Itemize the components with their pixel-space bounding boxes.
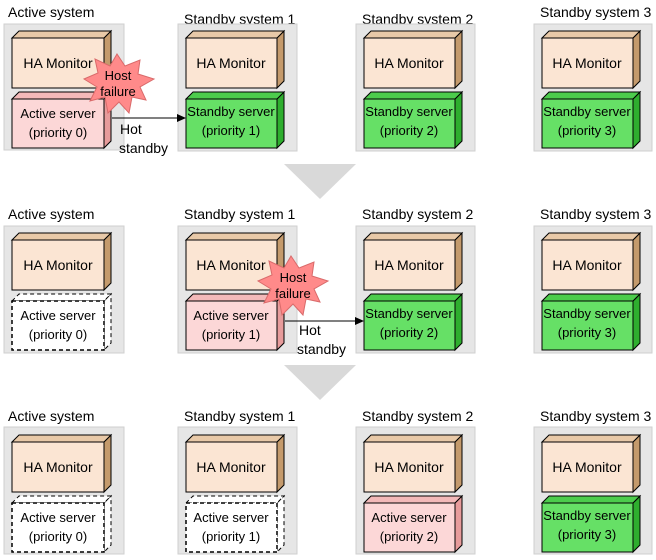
- standby-server-box: Standby server (priority 3): [540, 90, 642, 150]
- row-3: Active system HA Monitor Active server (…: [3, 408, 653, 555]
- ha-monitor-box: HA Monitor: [184, 29, 286, 90]
- standby-server-box: Standby server (priority 3): [540, 494, 642, 554]
- active-server-box: Active server (priority 2): [362, 494, 464, 554]
- ha-monitor-label: HA Monitor: [552, 459, 622, 475]
- server-name: Active server: [20, 308, 96, 323]
- server-priority: (priority 2): [380, 123, 439, 138]
- server-priority: (priority 0): [29, 529, 88, 544]
- active-server-box-stopped: Active server (priority 0): [10, 494, 113, 554]
- burst-failure-text: failure: [100, 84, 135, 99]
- active-server-box-stopped: Active server (priority 1): [184, 494, 286, 554]
- server-priority: (priority 3): [558, 123, 617, 138]
- host-failure-burst: Host failure: [256, 255, 330, 317]
- server-priority: (priority 1): [202, 123, 261, 138]
- standby-server-box: Standby server (priority 2): [362, 90, 464, 150]
- ha-monitor-label: HA Monitor: [196, 55, 266, 71]
- system-title: Standby system 1: [184, 11, 295, 27]
- row-1: Active system HA Monitor Active server (…: [3, 4, 653, 156]
- server-name: Standby server: [543, 104, 631, 119]
- transition-arrow: [284, 365, 356, 400]
- standby-server-box: Standby server (priority 2): [362, 292, 464, 352]
- hot-label: Hot: [120, 121, 142, 137]
- server-priority: (priority 1): [202, 529, 261, 544]
- hot-standby-arrow: Hot standby: [112, 114, 186, 156]
- ha-monitor-label: HA Monitor: [552, 55, 622, 71]
- ha-monitor-box: HA Monitor: [540, 231, 642, 292]
- ha-monitor-label: HA Monitor: [196, 257, 266, 273]
- server-priority: (priority 1): [202, 327, 261, 342]
- ha-monitor-box: HA Monitor: [10, 231, 113, 292]
- server-priority: (priority 3): [558, 527, 617, 542]
- burst-failure-text: failure: [275, 286, 310, 301]
- active-server-box-stopped: Active server (priority 0): [10, 292, 113, 352]
- burst-host-text: Host: [280, 270, 307, 285]
- ha-monitor-box: HA Monitor: [362, 433, 464, 494]
- standby-label: standby: [119, 140, 168, 156]
- ha-monitor-box: HA Monitor: [184, 231, 286, 292]
- server-name: Standby server: [187, 104, 275, 119]
- ha-monitor-box: HA Monitor: [540, 433, 642, 494]
- standby-server-box: Standby server (priority 1): [184, 90, 286, 150]
- row-2: Active system HA Monitor Active server (…: [3, 206, 653, 357]
- server-priority: (priority 2): [380, 529, 439, 544]
- server-name: Active server: [20, 510, 96, 525]
- ha-monitor-box: HA Monitor: [362, 29, 464, 90]
- ha-monitor-label: HA Monitor: [374, 55, 444, 71]
- ha-monitor-label: HA Monitor: [374, 459, 444, 475]
- server-name: Standby server: [365, 104, 453, 119]
- standby-label: standby: [297, 341, 346, 357]
- system-title: Active system: [8, 206, 94, 222]
- ha-monitor-box: HA Monitor: [184, 433, 286, 494]
- system-title: Standby system 1: [184, 206, 295, 222]
- ha-monitor-label: HA Monitor: [23, 257, 93, 273]
- system-title: Standby system 3: [540, 206, 651, 222]
- server-name: Active server: [20, 106, 96, 121]
- server-name: Standby server: [543, 508, 631, 523]
- ha-monitor-box: HA Monitor: [10, 433, 113, 494]
- active-server-box: Active server (priority 0): [10, 90, 113, 150]
- system-title: Standby system 3: [540, 4, 651, 20]
- active-server-box: Active server (priority 1): [184, 292, 286, 352]
- burst-host-text: Host: [105, 68, 132, 83]
- system-title: Active system: [8, 4, 94, 20]
- hot-label: Hot: [299, 322, 321, 338]
- hot-standby-arrow: Hot standby: [285, 317, 364, 357]
- server-priority: (priority 0): [29, 327, 88, 342]
- ha-monitor-label: HA Monitor: [196, 459, 266, 475]
- server-priority: (priority 3): [558, 325, 617, 340]
- ha-monitor-label: HA Monitor: [374, 257, 444, 273]
- ha-monitor-label: HA Monitor: [23, 55, 93, 71]
- host-failure-burst: Host failure: [82, 53, 156, 115]
- system-title: Active system: [8, 408, 94, 424]
- standby-server-box: Standby server (priority 3): [540, 292, 642, 352]
- system-title: Standby system 2: [362, 11, 473, 27]
- ha-monitor-box: HA Monitor: [362, 231, 464, 292]
- system-title: Standby system 2: [362, 408, 473, 424]
- server-name: Active server: [371, 510, 447, 525]
- server-priority: (priority 2): [380, 325, 439, 340]
- transition-arrow: [284, 164, 356, 199]
- system-title: Standby system 2: [362, 206, 473, 222]
- server-name: Active server: [193, 510, 269, 525]
- ha-monitor-box: HA Monitor: [540, 29, 642, 90]
- system-title: Standby system 1: [184, 408, 295, 424]
- server-name: Standby server: [543, 306, 631, 321]
- ha-monitor-label: HA Monitor: [23, 459, 93, 475]
- system-title: Standby system 3: [540, 408, 651, 424]
- server-name: Active server: [193, 308, 269, 323]
- ha-monitor-label: HA Monitor: [552, 257, 622, 273]
- server-name: Standby server: [365, 306, 453, 321]
- server-priority: (priority 0): [29, 125, 88, 140]
